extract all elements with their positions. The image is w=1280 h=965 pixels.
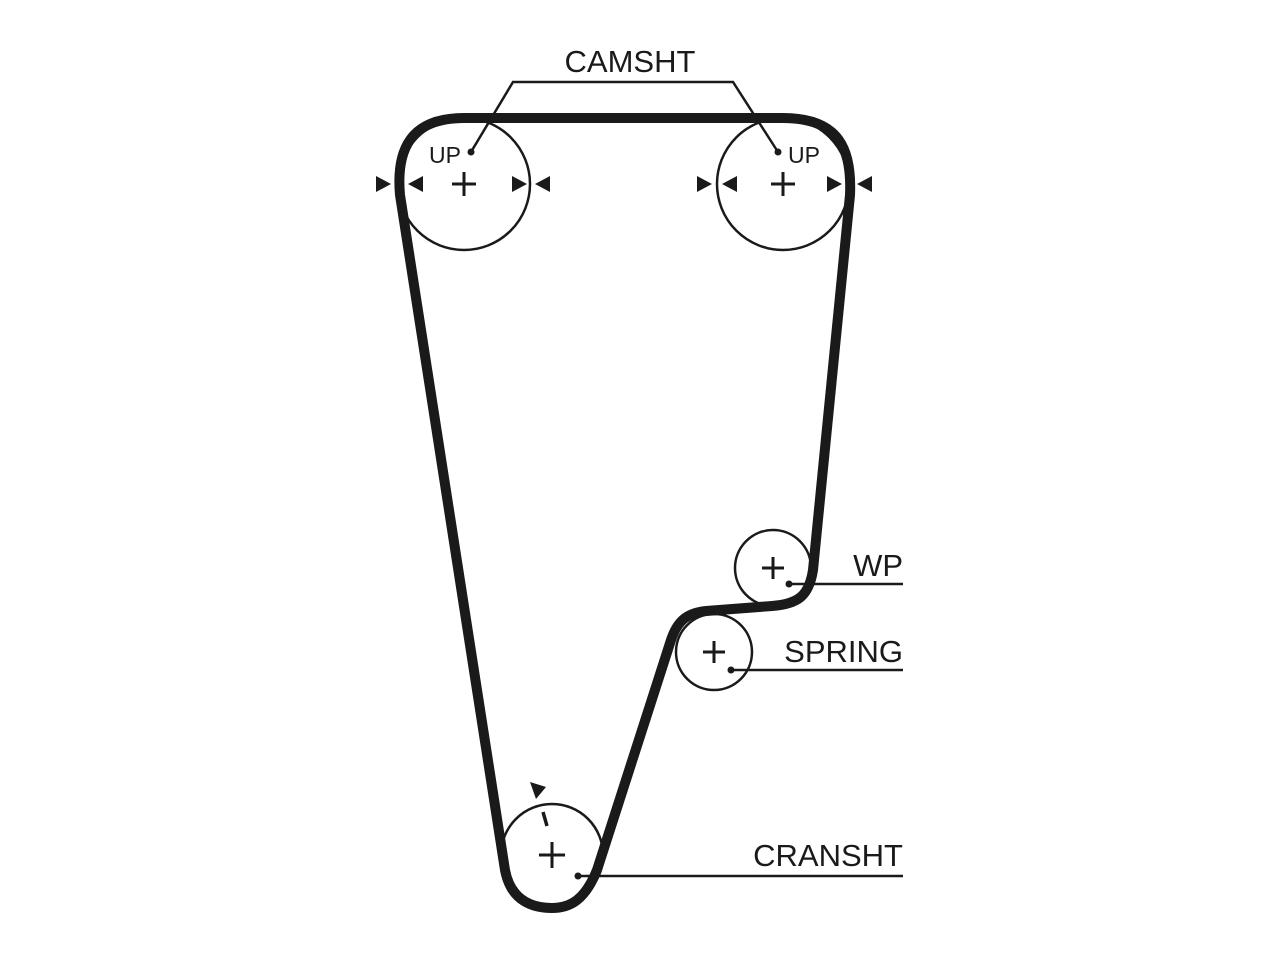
arrow-right-icon <box>697 176 712 192</box>
spring-center-cross-icon <box>703 641 725 663</box>
arrow-right-icon <box>512 176 527 192</box>
spring-callout: SPRING <box>727 634 903 674</box>
spring-label: SPRING <box>784 634 903 669</box>
crankshaft-center-cross-icon <box>539 842 565 868</box>
crankshaft-label: CRANSHT <box>753 838 903 873</box>
right-camshaft-center-cross-icon <box>771 172 795 196</box>
water-pump-label: WP <box>853 548 903 583</box>
arrow-left-icon <box>722 176 737 192</box>
left-camshaft-up-mark: UP <box>429 142 461 168</box>
crankshaft-timing-mark <box>530 782 549 827</box>
left-camshaft-center-cross-icon <box>452 172 476 196</box>
timing-arrow-icon <box>530 782 546 799</box>
water-pump-callout: WP <box>785 548 903 588</box>
arrow-right-icon <box>827 176 842 192</box>
arrow-left-icon <box>857 176 872 192</box>
arrow-left-icon <box>408 176 423 192</box>
timing-belt <box>394 113 856 913</box>
arrow-left-icon <box>535 176 550 192</box>
water-pump-center-cross-icon <box>762 557 784 579</box>
left-camshaft-alignment-markers <box>376 176 550 192</box>
camshaft-callout: CAMSHT <box>467 44 782 156</box>
crankshaft-callout: CRANSHT <box>574 838 903 880</box>
camshaft-label: CAMSHT <box>565 44 696 79</box>
spring-tensioner-pulley <box>674 612 754 692</box>
right-camshaft-alignment-markers <box>697 176 872 192</box>
right-camshaft-up-mark: UP <box>788 142 820 168</box>
arrow-right-icon <box>376 176 391 192</box>
